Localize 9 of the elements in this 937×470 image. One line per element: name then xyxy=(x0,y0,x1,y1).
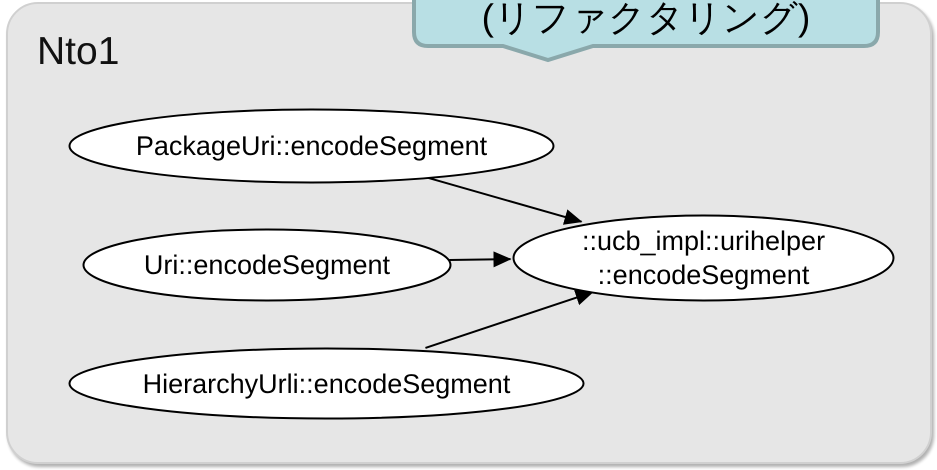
function-ellipse: HierarchyUrli::encodeSegment xyxy=(68,347,585,420)
arrow xyxy=(449,251,512,268)
function-ellipse: Uri::encodeSegment xyxy=(82,228,452,302)
arrow xyxy=(425,290,594,349)
panel-title: Nto1 xyxy=(37,30,120,74)
panel xyxy=(6,2,932,464)
callout-box: (リファクタリング) xyxy=(412,0,880,62)
function-ellipse: ::ucb_impl::urihelper ::encodeSegment xyxy=(512,214,895,302)
function-ellipse: PackageUri::encodeSegment xyxy=(68,108,555,184)
